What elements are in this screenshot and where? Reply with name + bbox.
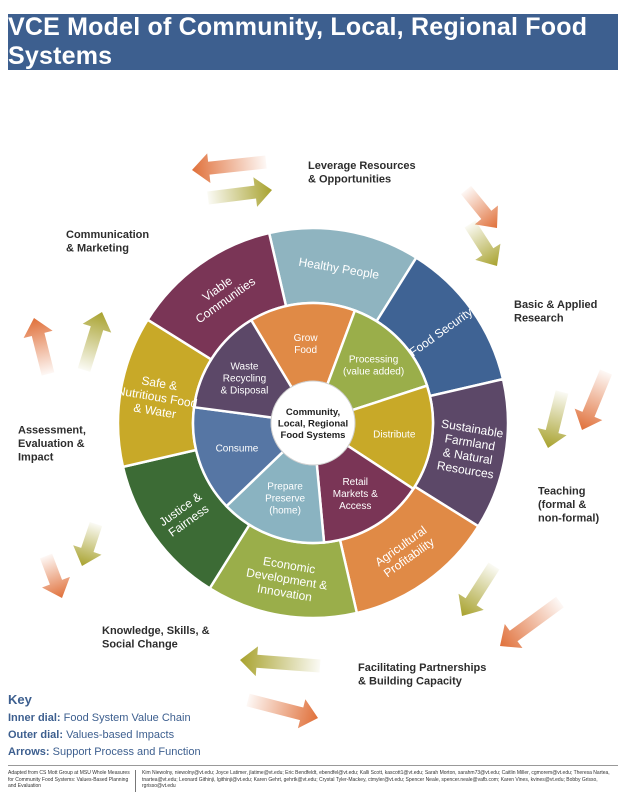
support-arrow xyxy=(240,646,321,677)
support-arrow xyxy=(500,596,564,649)
support-arrow xyxy=(460,185,498,228)
inner-label-line: Retail xyxy=(342,477,368,488)
key-outer-text: Values-based Impacts xyxy=(66,729,175,741)
key-inner-text: Food System Value Chain xyxy=(63,712,191,724)
footer-contributors: Kim Niewolny, niewolny@vt.edu; Joyce Lat… xyxy=(142,770,610,789)
inner-label-line: Access xyxy=(339,501,371,512)
support-label-line: Basic & Applied xyxy=(514,299,597,311)
title-bar: VCE Model of Community, Local, Regional … xyxy=(8,13,618,70)
inner-label: Distribute xyxy=(373,429,416,440)
inner-label-line: Markets & xyxy=(333,489,378,500)
key-arrows-label: Arrows: xyxy=(8,746,50,758)
support-label-line: Communication xyxy=(66,229,149,241)
inner-label-line: (home) xyxy=(269,505,301,516)
support-label-line: Social Change xyxy=(102,639,178,651)
center-label-line: Community, xyxy=(286,407,340,418)
inner-label-line: Preserve xyxy=(265,493,305,504)
support-label: Assessment, Evaluation &Impact xyxy=(18,424,86,463)
support-label-line: Assessment, xyxy=(18,424,86,436)
outer-label-line: Safe & xyxy=(141,373,179,393)
support-arrow xyxy=(23,318,55,376)
center-label-line: Food Systems xyxy=(281,430,346,441)
support-label-line: & Opportunities xyxy=(308,174,391,186)
inner-label-line: Food xyxy=(294,345,317,356)
inner-label-line: & Disposal xyxy=(221,385,269,396)
inner-label: Processing(value added) xyxy=(343,354,404,377)
support-label-line: & Marketing xyxy=(66,243,129,255)
inner-label-line: Distribute xyxy=(373,429,416,440)
support-label-line: (formal & xyxy=(538,499,586,511)
support-label-line: non-formal) xyxy=(538,512,599,524)
support-arrow xyxy=(464,220,501,266)
support-label-line: & Building Capacity xyxy=(358,676,463,688)
support-arrow xyxy=(574,369,613,430)
support-arrow xyxy=(458,562,500,616)
support-label-line: Impact xyxy=(18,451,54,463)
key-title: Key xyxy=(8,692,32,707)
support-label: Teaching (formal &non-formal) xyxy=(538,485,599,524)
support-label: Leverage Resources & Opportunities xyxy=(308,160,416,186)
support-label: Communication & Marketing xyxy=(66,229,149,255)
inner-label-line: Recycling xyxy=(223,373,266,384)
support-label-line: Research xyxy=(514,313,564,325)
inner-label: Consume xyxy=(216,443,259,454)
support-arrow xyxy=(207,177,272,207)
inner-label-line: Consume xyxy=(216,443,259,454)
center-label-line: Local, Regional xyxy=(278,418,348,429)
support-arrow xyxy=(537,390,569,448)
key-outer-dial: Outer dial: Values-based Impacts xyxy=(8,729,174,741)
support-label-line: Knowledge, Skills, & xyxy=(102,625,210,637)
footer-rule xyxy=(8,765,618,766)
support-label-line: Teaching xyxy=(538,485,585,497)
support-arrow xyxy=(192,153,267,184)
outer-label-line: & Water xyxy=(133,400,178,421)
key-inner-label: Inner dial: xyxy=(8,712,61,724)
support-arrow xyxy=(246,693,318,729)
support-arrow xyxy=(39,553,70,598)
inner-label-line: Waste xyxy=(230,361,258,372)
inner-label-line: Processing xyxy=(349,354,398,365)
key-outer-label: Outer dial: xyxy=(8,729,64,741)
footer-attribution: Adapted from CS Mott Group at MSU Whole … xyxy=(8,770,130,789)
key-arrows: Arrows: Support Process and Function xyxy=(8,746,201,758)
inner-label-line: Grow xyxy=(294,333,319,344)
key-inner-dial: Inner dial: Food System Value Chain xyxy=(8,712,191,724)
support-arrow xyxy=(77,312,112,372)
support-label: Facilitating Partnerships & Building Capa… xyxy=(358,662,486,688)
support-label-line: Leverage Resources xyxy=(308,160,416,172)
support-label-line: Facilitating Partnerships xyxy=(358,662,486,674)
key-arrows-text: Support Process and Function xyxy=(52,746,201,758)
inner-label-line: (value added) xyxy=(343,366,404,377)
support-label: Knowledge, Skills, & Social Change xyxy=(102,625,210,651)
footer-divider xyxy=(135,770,136,792)
inner-label-line: Prepare xyxy=(267,481,303,492)
support-arrow xyxy=(73,521,103,566)
support-label-line: Evaluation & xyxy=(18,438,85,450)
page-title: VCE Model of Community, Local, Regional … xyxy=(8,13,588,70)
center-circle xyxy=(270,380,356,466)
